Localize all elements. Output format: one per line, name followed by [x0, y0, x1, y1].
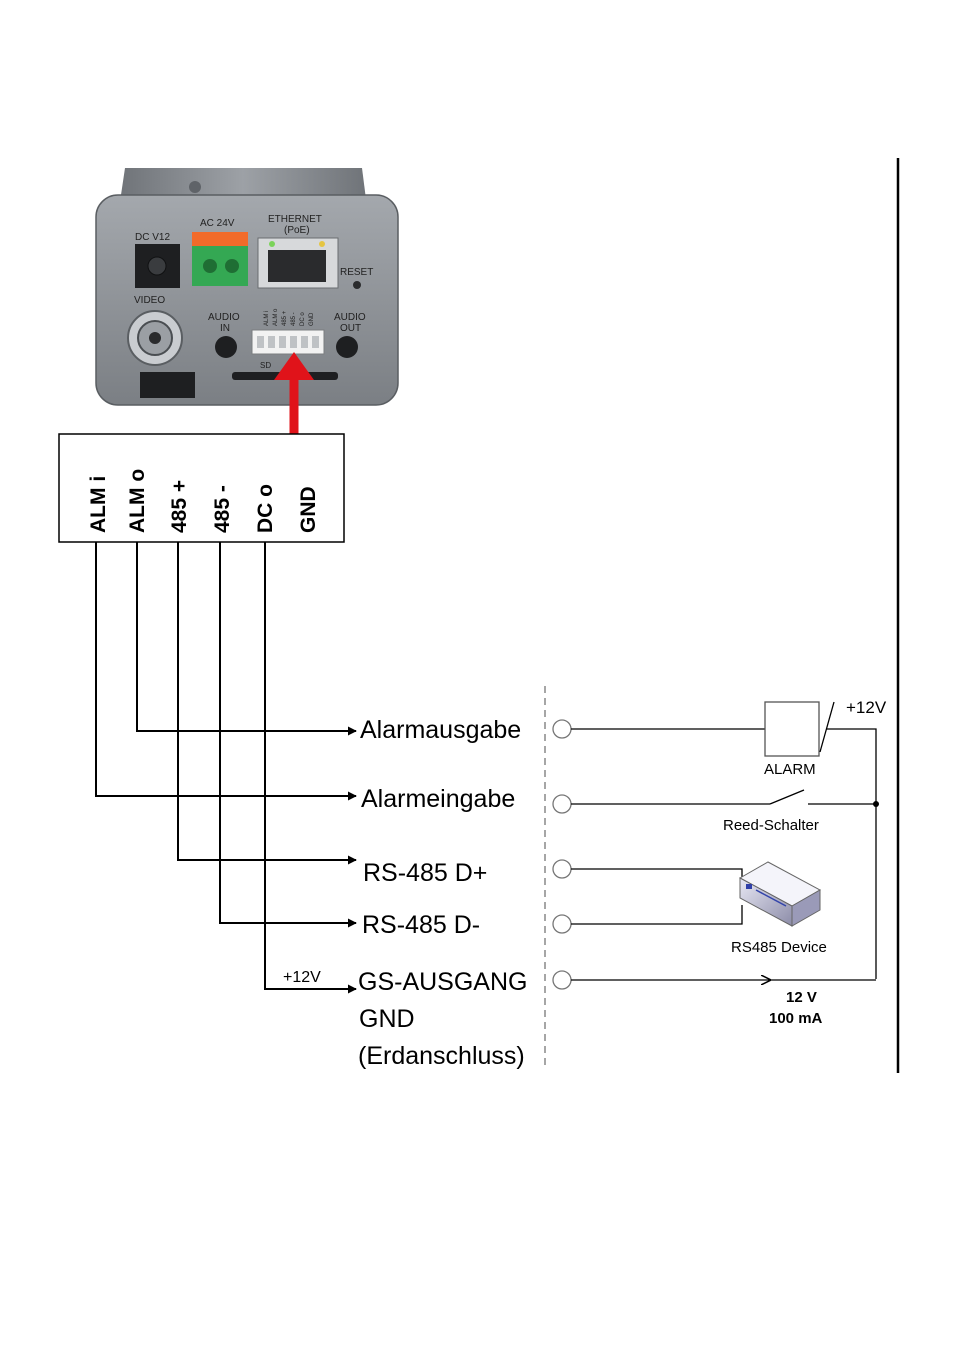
dc-jack-hole — [147, 256, 167, 276]
ethernet-socket — [268, 250, 326, 282]
audio-out-label-2: OUT — [340, 323, 361, 334]
video-label: VIDEO — [134, 295, 165, 306]
reset-label: RESET — [340, 267, 373, 278]
alarm-label: ALARM — [764, 761, 816, 778]
connector-box — [58, 433, 345, 543]
terminal-screw-icon — [225, 259, 239, 273]
supply-current-label: 100 mA — [769, 1010, 823, 1027]
ac-terminal-orange — [192, 232, 248, 246]
strip-label: ALM i — [264, 311, 270, 326]
strip-label: 485 - — [291, 312, 297, 326]
strip-label: GND — [309, 312, 315, 326]
wire-rs485-plus — [571, 868, 743, 880]
pin-strip-labels: ALM i ALM o 485 + 485 - DC o GND — [264, 308, 315, 326]
ac-terminal-green — [192, 246, 248, 286]
strip-label: 485 + — [282, 310, 288, 326]
wire-485-plus — [177, 542, 357, 865]
terminal-circle-rs485-minus — [552, 914, 572, 934]
reset-button — [353, 281, 361, 289]
led-icon — [319, 241, 325, 247]
signal-gnd-note: (Erdanschluss) — [358, 1042, 525, 1070]
pin-label-alm-i: ALM i — [87, 476, 110, 533]
wire-dc-o — [264, 542, 357, 994]
terminal-circle-dc-out — [552, 970, 572, 990]
audio-in-jack — [215, 336, 237, 358]
poe-label: (PoE) — [284, 225, 310, 236]
signal-alarm-in: Alarmeingabe — [361, 785, 515, 813]
rs485-device-icon — [738, 861, 822, 927]
junction-dot — [873, 801, 879, 807]
plus12v-right-label: +12V — [846, 698, 887, 717]
pin-strip-slots — [257, 336, 319, 348]
dc-label: DC V12 — [135, 232, 170, 243]
supply-voltage-label: 12 V — [786, 989, 817, 1006]
pin-label-dc-o: DC o — [254, 484, 277, 533]
audio-out-jack — [336, 336, 358, 358]
terminal-circle-rs485-plus — [552, 859, 572, 879]
reed-label: Reed-Schalter — [723, 817, 819, 834]
strip-label: DC o — [300, 312, 306, 326]
pin-label-485-minus: 485 - — [211, 485, 234, 533]
pin-label-alm-o: ALM o — [126, 469, 149, 533]
terminal-screw-icon — [203, 259, 217, 273]
wire-rs485-minus — [571, 905, 743, 925]
bnc-base — [140, 372, 195, 398]
bnc-pin — [149, 332, 161, 344]
terminal-circle-alarm-out — [552, 719, 572, 739]
wire-485-minus — [219, 542, 357, 928]
wire-alm-o — [136, 542, 357, 736]
plus12v-left-label: +12V — [283, 969, 321, 986]
ac-label: AC 24V — [200, 218, 235, 229]
alarm-switch — [819, 701, 835, 753]
signal-alarm-out: Alarmausgabe — [360, 716, 521, 744]
signal-rs485-minus: RS-485 D- — [362, 911, 480, 939]
red-arrow-head — [274, 352, 314, 380]
signal-gnd: GND — [359, 1005, 415, 1033]
audio-out-label: AUDIO — [334, 312, 366, 323]
sd-label: SD — [260, 361, 271, 370]
pin-label-485-plus: 485 + — [168, 480, 191, 533]
audio-in-label: AUDIO — [208, 312, 240, 323]
alarm-box — [764, 701, 820, 757]
strip-label: ALM o — [273, 308, 279, 326]
signal-rs485-plus: RS-485 D+ — [363, 859, 487, 887]
pin-label-gnd: GND — [297, 486, 320, 533]
reed-switch-contact — [769, 789, 805, 805]
camera-back-panel: DC V12 AC 24V ETHERNET (PoE) RESET VIDEO… — [95, 168, 399, 406]
wire-alm-i — [95, 542, 357, 801]
wire-alarm-to-bus — [826, 728, 877, 979]
rs485-device-label: RS485 Device — [731, 939, 827, 956]
audio-in-label-2: IN — [220, 323, 230, 334]
screw-icon — [189, 181, 201, 193]
ethernet-label: ETHERNET — [268, 214, 322, 225]
signal-dc-out: GS-AUSGANG — [358, 968, 527, 996]
terminal-circle-alarm-in — [552, 794, 572, 814]
led-icon — [269, 241, 275, 247]
